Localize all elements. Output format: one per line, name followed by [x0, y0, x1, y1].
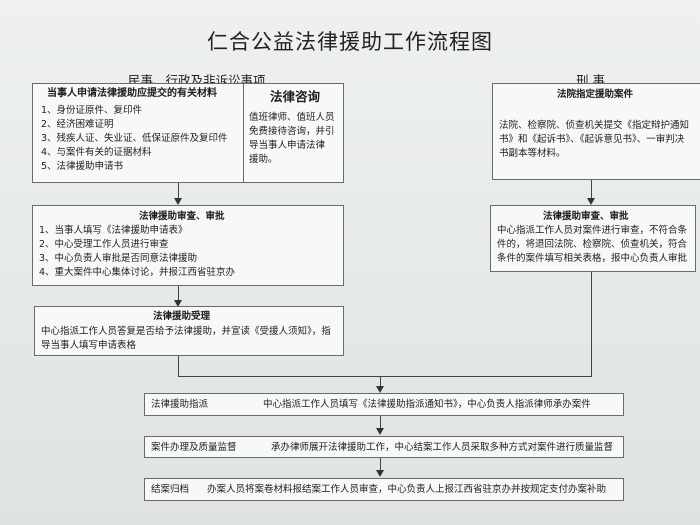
connector [380, 458, 381, 472]
review-criminal-line: 条件的案件填写相关表格，报中心负责人审批 [497, 253, 688, 264]
connector [178, 286, 179, 302]
consult-box: 法律咨询 值班律师、值班人员 免费接待咨询，并引 导当事人申请法律 援助。 [249, 88, 341, 167]
court-appointed-box: 法院指定援助案件 法院、检察院、侦查机关提交《指定辩护通知 书》和《起诉书》、《… [492, 83, 700, 180]
accept-text: 中心指派工作人员答复是否给予法律援助，并宣读《受援人须知》，指 导当事人填写申请… [41, 325, 331, 353]
review-civil-item: 4、重大案件中心集体讨论，并报江西省驻京办 [39, 267, 236, 278]
assign-box: 法律援助指派 中心指派工作人员填写《法律援助指派通知书》，中心负责人指派律师承办… [144, 393, 624, 416]
materials-item: 3、残疾人证、失业证、低保证原件及复印件 [41, 133, 228, 144]
arrow-down-icon [376, 470, 384, 477]
arrow-down-icon [376, 386, 384, 393]
court-line: 书副本等材料。 [499, 148, 566, 159]
review-criminal-text: 中心指派工作人员对案件进行审查，不符合条 件的，将退回法院、检察院、侦查机关，符… [497, 224, 687, 266]
page-title: 仁合公益法律援助工作流程图 [207, 30, 493, 54]
connector [178, 356, 179, 376]
court-text: 法院、检察院、侦查机关提交《指定辩护通知 书》和《起诉书》、《起诉意见书》、一审… [499, 119, 689, 161]
accept-line: 中心指派工作人员答复是否给予法律援助，并宣读《受援人须知》，指 [41, 326, 331, 337]
supervise-label: 案件办理及质量监督 [151, 442, 237, 453]
accept-line: 导当事人填写申请表格 [41, 340, 137, 351]
consult-heading: 法律咨询 [269, 89, 320, 104]
court-line: 书》和《起诉书》、《起诉意见书》、一审判决 [499, 134, 685, 145]
review-criminal-heading: 法律援助审查、审批 [543, 211, 629, 222]
connector [591, 272, 592, 376]
review-civil-list: 1、当事人填写《法律援助申请表》 2、中心受理工作人员进行审查 3、中心负责人审… [39, 224, 235, 280]
connector [178, 183, 179, 200]
materials-item: 5、法律援助申请书 [41, 161, 124, 172]
materials-item: 4、与案件有关的证据材料 [41, 147, 152, 158]
accept-heading: 法律援助受理 [153, 311, 211, 322]
consult-line: 免费接待咨询，并引 [249, 126, 335, 137]
review-civil-box: 法律援助审查、审批 1、当事人填写《法律援助申请表》 2、中心受理工作人员进行审… [32, 205, 344, 286]
arrow-down-icon [587, 198, 595, 205]
arrow-down-icon [174, 300, 182, 307]
accept-box: 法律援助受理 中心指派工作人员答复是否给予法律援助，并宣读《受援人须知》，指 导… [34, 306, 344, 356]
materials-divider [243, 84, 244, 182]
materials-list: 1、身份证原件、复印件 2、经济困难证明 3、残疾人证、失业证、低保证原件及复印… [41, 104, 228, 174]
consult-line: 援助。 [249, 154, 278, 165]
materials-item: 1、身份证原件、复印件 [41, 105, 143, 116]
assign-label: 法律援助指派 [151, 399, 209, 410]
archive-text: 办案人员将案卷材料报结案工作人员审查，中心负责人上报江西省驻京办并按规定支付办案… [207, 484, 607, 495]
court-line: 法院、检察院、侦查机关提交《指定辩护通知 [499, 120, 690, 131]
review-civil-item: 2、中心受理工作人员进行审查 [39, 239, 169, 250]
connector [591, 180, 592, 200]
archive-label: 结案归档 [151, 484, 190, 495]
materials-box: 当事人申请法律援助应提交的有关材料 1、身份证原件、复印件 2、经济困难证明 3… [32, 83, 344, 183]
review-criminal-line: 件的，将退回法院、检察院、侦查机关，符合 [497, 239, 688, 250]
supervise-box: 案件办理及质量监督 承办律师展开法律援助工作，中心结案工作人员采取多种方式对案件… [144, 436, 624, 458]
court-heading: 法院指定援助案件 [557, 89, 634, 100]
consult-line: 值班律师、值班人员 [249, 112, 335, 123]
connector [380, 376, 381, 388]
materials-item: 2、经济困难证明 [41, 119, 114, 130]
consult-line: 导当事人申请法律 [249, 140, 326, 151]
assign-text: 中心指派工作人员填写《法律援助指派通知书》，中心负责人指派律师承办案件 [263, 399, 591, 410]
arrow-down-icon [174, 198, 182, 205]
review-criminal-line: 中心指派工作人员对案件进行审查，不符合条 [497, 225, 688, 236]
review-civil-item: 3、中心负责人审批是否同意法律援助 [39, 253, 198, 264]
connector [178, 376, 592, 377]
supervise-text: 承办律师展开法律援助工作，中心结案工作人员采取多种方式对案件进行质量监督 [271, 442, 614, 453]
arrow-down-icon [376, 428, 384, 435]
review-criminal-box: 法律援助审查、审批 中心指派工作人员对案件进行审查，不符合条 件的，将退回法院、… [490, 205, 696, 272]
connector [380, 416, 381, 430]
materials-heading: 当事人申请法律援助应提交的有关材料 [47, 88, 217, 99]
review-civil-item: 1、当事人填写《法律援助申请表》 [39, 225, 188, 236]
archive-box: 结案归档 办案人员将案卷材料报结案工作人员审查，中心负责人上报江西省驻京办并按规… [144, 478, 624, 501]
review-civil-heading: 法律援助审查、审批 [139, 211, 225, 222]
